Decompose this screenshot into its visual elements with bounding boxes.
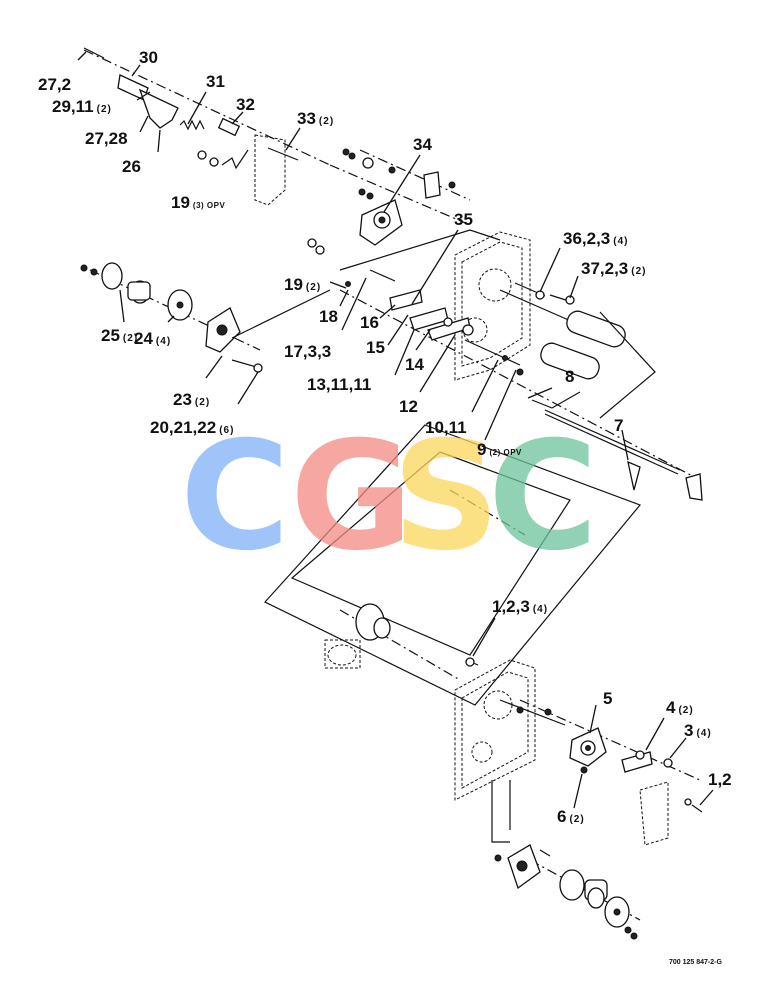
callout-25: 25(2)	[101, 326, 138, 345]
leader-lines	[77, 51, 714, 809]
callout-15: 15	[366, 338, 385, 357]
callout-7: 7	[614, 416, 623, 435]
callout-33: 33(2)	[297, 109, 334, 128]
watermark: C G S C	[180, 410, 598, 584]
callout-13-11-11: 13,11,11	[307, 375, 371, 394]
callout-1-2: 1,2	[708, 770, 732, 789]
callout-32: 32	[236, 95, 255, 114]
callout-9-opv: 9(2) OPV	[477, 440, 522, 459]
callout-4: 4(2)	[666, 698, 694, 717]
callout-23: 23(2)	[173, 390, 210, 409]
callout-34: 34	[413, 135, 432, 154]
connecting-frame	[264, 424, 641, 706]
callout-6: 6(2)	[557, 807, 585, 826]
drawing-number: 700 125 847-2-G	[669, 959, 722, 966]
callout-19-2: 19(2)	[284, 275, 321, 294]
callout-20-21-22: 20,21,22(6)	[150, 418, 234, 437]
callout-12: 12	[399, 397, 418, 416]
callout-17-3-3: 17,3,3	[284, 342, 331, 361]
callout-18: 18	[319, 307, 338, 326]
watermark-letter-1: C	[180, 410, 290, 584]
callout-14: 14	[405, 355, 424, 374]
upper-assembly	[80, 47, 703, 501]
watermark-letter-3: S	[392, 410, 500, 584]
callout-29-11: 29,11(2)	[52, 97, 112, 116]
callout-37-2-3: 37,2,3(2)	[581, 259, 647, 278]
callout-35: 35	[454, 210, 473, 229]
callout-27-2: 27,2	[38, 75, 71, 94]
callout-16: 16	[360, 313, 379, 332]
callout-31: 31	[206, 72, 225, 91]
lower-assembly	[324, 603, 703, 940]
callout-10-11: 10,11	[425, 418, 467, 437]
callout-19-opv: 19(3) OPV	[171, 193, 225, 212]
callout-27-28: 27,28	[85, 129, 128, 148]
callout-30: 30	[139, 48, 158, 67]
callout-26: 26	[122, 157, 141, 176]
callout-24: 24(4)	[134, 329, 171, 348]
watermark-letter-4: C	[488, 410, 598, 584]
callout-1-2-3: 1,2,3(4)	[492, 597, 548, 616]
watermark-letter-2: G	[290, 410, 413, 584]
callout-3: 3(4)	[684, 721, 712, 740]
callout-labels: 30 27,2 29,11(2) 31 32 27,28 26 33(2) 34…	[38, 48, 732, 826]
callout-36-2-3: 36,2,3(4)	[563, 229, 629, 248]
callout-5: 5	[603, 689, 612, 708]
callout-8: 8	[565, 367, 574, 386]
